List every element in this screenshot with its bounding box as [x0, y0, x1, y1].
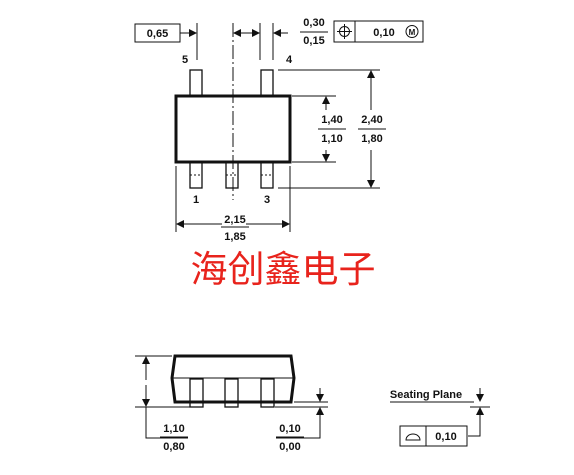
lead-width-max: 0,30	[303, 17, 324, 29]
pin-5	[189, 69, 203, 97]
side-view	[135, 354, 490, 447]
position-tolerance-value: 0,10	[373, 27, 394, 39]
top-view	[134, 20, 424, 232]
pin-label-4: 4	[286, 54, 293, 66]
pitch-label: 0,65	[147, 28, 168, 40]
side-lead-2	[224, 378, 239, 408]
pin-label-1: 1	[193, 194, 199, 206]
standoff-max: 0,10	[279, 423, 300, 435]
height-max: 1,10	[163, 423, 184, 435]
mmc-icon	[405, 25, 419, 38]
mmc-letter: M	[409, 28, 416, 37]
watermark-text: 海创鑫电子	[191, 248, 376, 291]
body-width-max: 1,40	[321, 114, 342, 126]
body-width-min: 1,10	[321, 133, 342, 145]
pin-4	[260, 69, 274, 97]
lead-width-min: 0,15	[303, 35, 324, 47]
body-length-max: 2,15	[224, 214, 245, 226]
seating-plane-label: Seating Plane	[390, 389, 462, 401]
height-leader	[145, 407, 188, 439]
standoff-leader	[276, 408, 321, 439]
flatness-frame	[399, 425, 468, 447]
height-min: 0,80	[163, 441, 184, 453]
flatness-icon	[405, 433, 421, 441]
side-lead-3	[260, 378, 275, 408]
overall-width-min: 1,80	[361, 133, 382, 145]
standoff-min: 0,00	[279, 441, 300, 453]
position-tolerance-frame	[333, 20, 424, 43]
pin-label-3: 3	[264, 194, 270, 206]
side-lead-1	[189, 378, 204, 408]
overall-width-max: 2,40	[361, 114, 382, 126]
flatness-value: 0,10	[435, 431, 456, 443]
pin-label-5: 5	[182, 54, 188, 66]
body-length-min: 1,85	[224, 231, 245, 243]
position-icon	[337, 24, 352, 39]
